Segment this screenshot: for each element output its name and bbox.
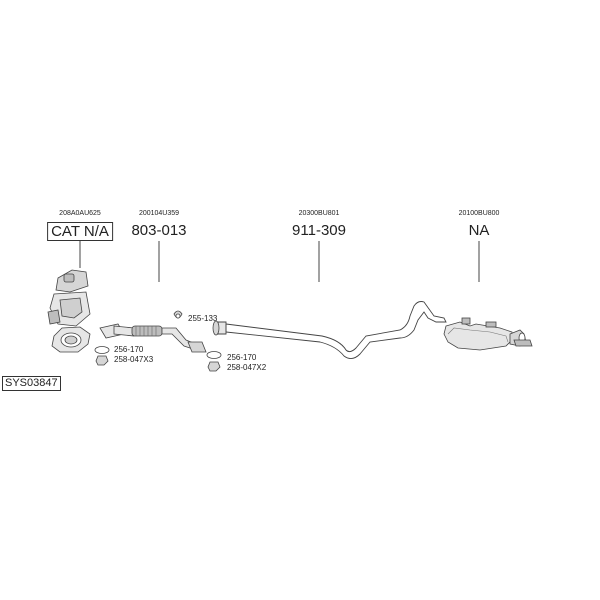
accessory-label-nut-2: 258-047X2 [227, 363, 267, 372]
catalyst-flange [51, 326, 91, 353]
clamp-255-133-icon [173, 310, 183, 319]
gasket-ring-icon [94, 346, 110, 354]
oe-number-catalyst: 208A0AU625 [59, 210, 101, 217]
part-number-catalyst: CAT N/A [47, 222, 113, 241]
part-number-rear-silencer: NA [468, 222, 490, 239]
oe-number-middle-pipe: 20300BU801 [298, 210, 340, 217]
system-code: SYS03847 [2, 376, 61, 391]
accessory-label-gasket-2: 256-170 [227, 353, 257, 362]
part-number-middle-pipe: 911-309 [292, 222, 346, 239]
accessory-label-clamp: 255-133 [188, 314, 218, 323]
rear-silencer [443, 317, 533, 351]
middle-pipe [217, 301, 447, 359]
accessory-label-nut: 258-047X3 [114, 355, 154, 364]
part-number-front-pipe: 803-013 [131, 222, 187, 239]
accessory-label-gasket: 256-170 [114, 345, 144, 354]
catalytic-converter [47, 269, 91, 327]
gasket-ring-icon-2 [206, 351, 222, 359]
oe-number-rear-silencer: 20100BU800 [458, 210, 500, 217]
middle-pipe-flange [212, 320, 220, 336]
nut-icon [95, 355, 109, 366]
front-pipe [99, 323, 207, 353]
nut-icon-2 [207, 361, 221, 372]
oe-number-front-pipe: 200104U359 [138, 210, 180, 217]
